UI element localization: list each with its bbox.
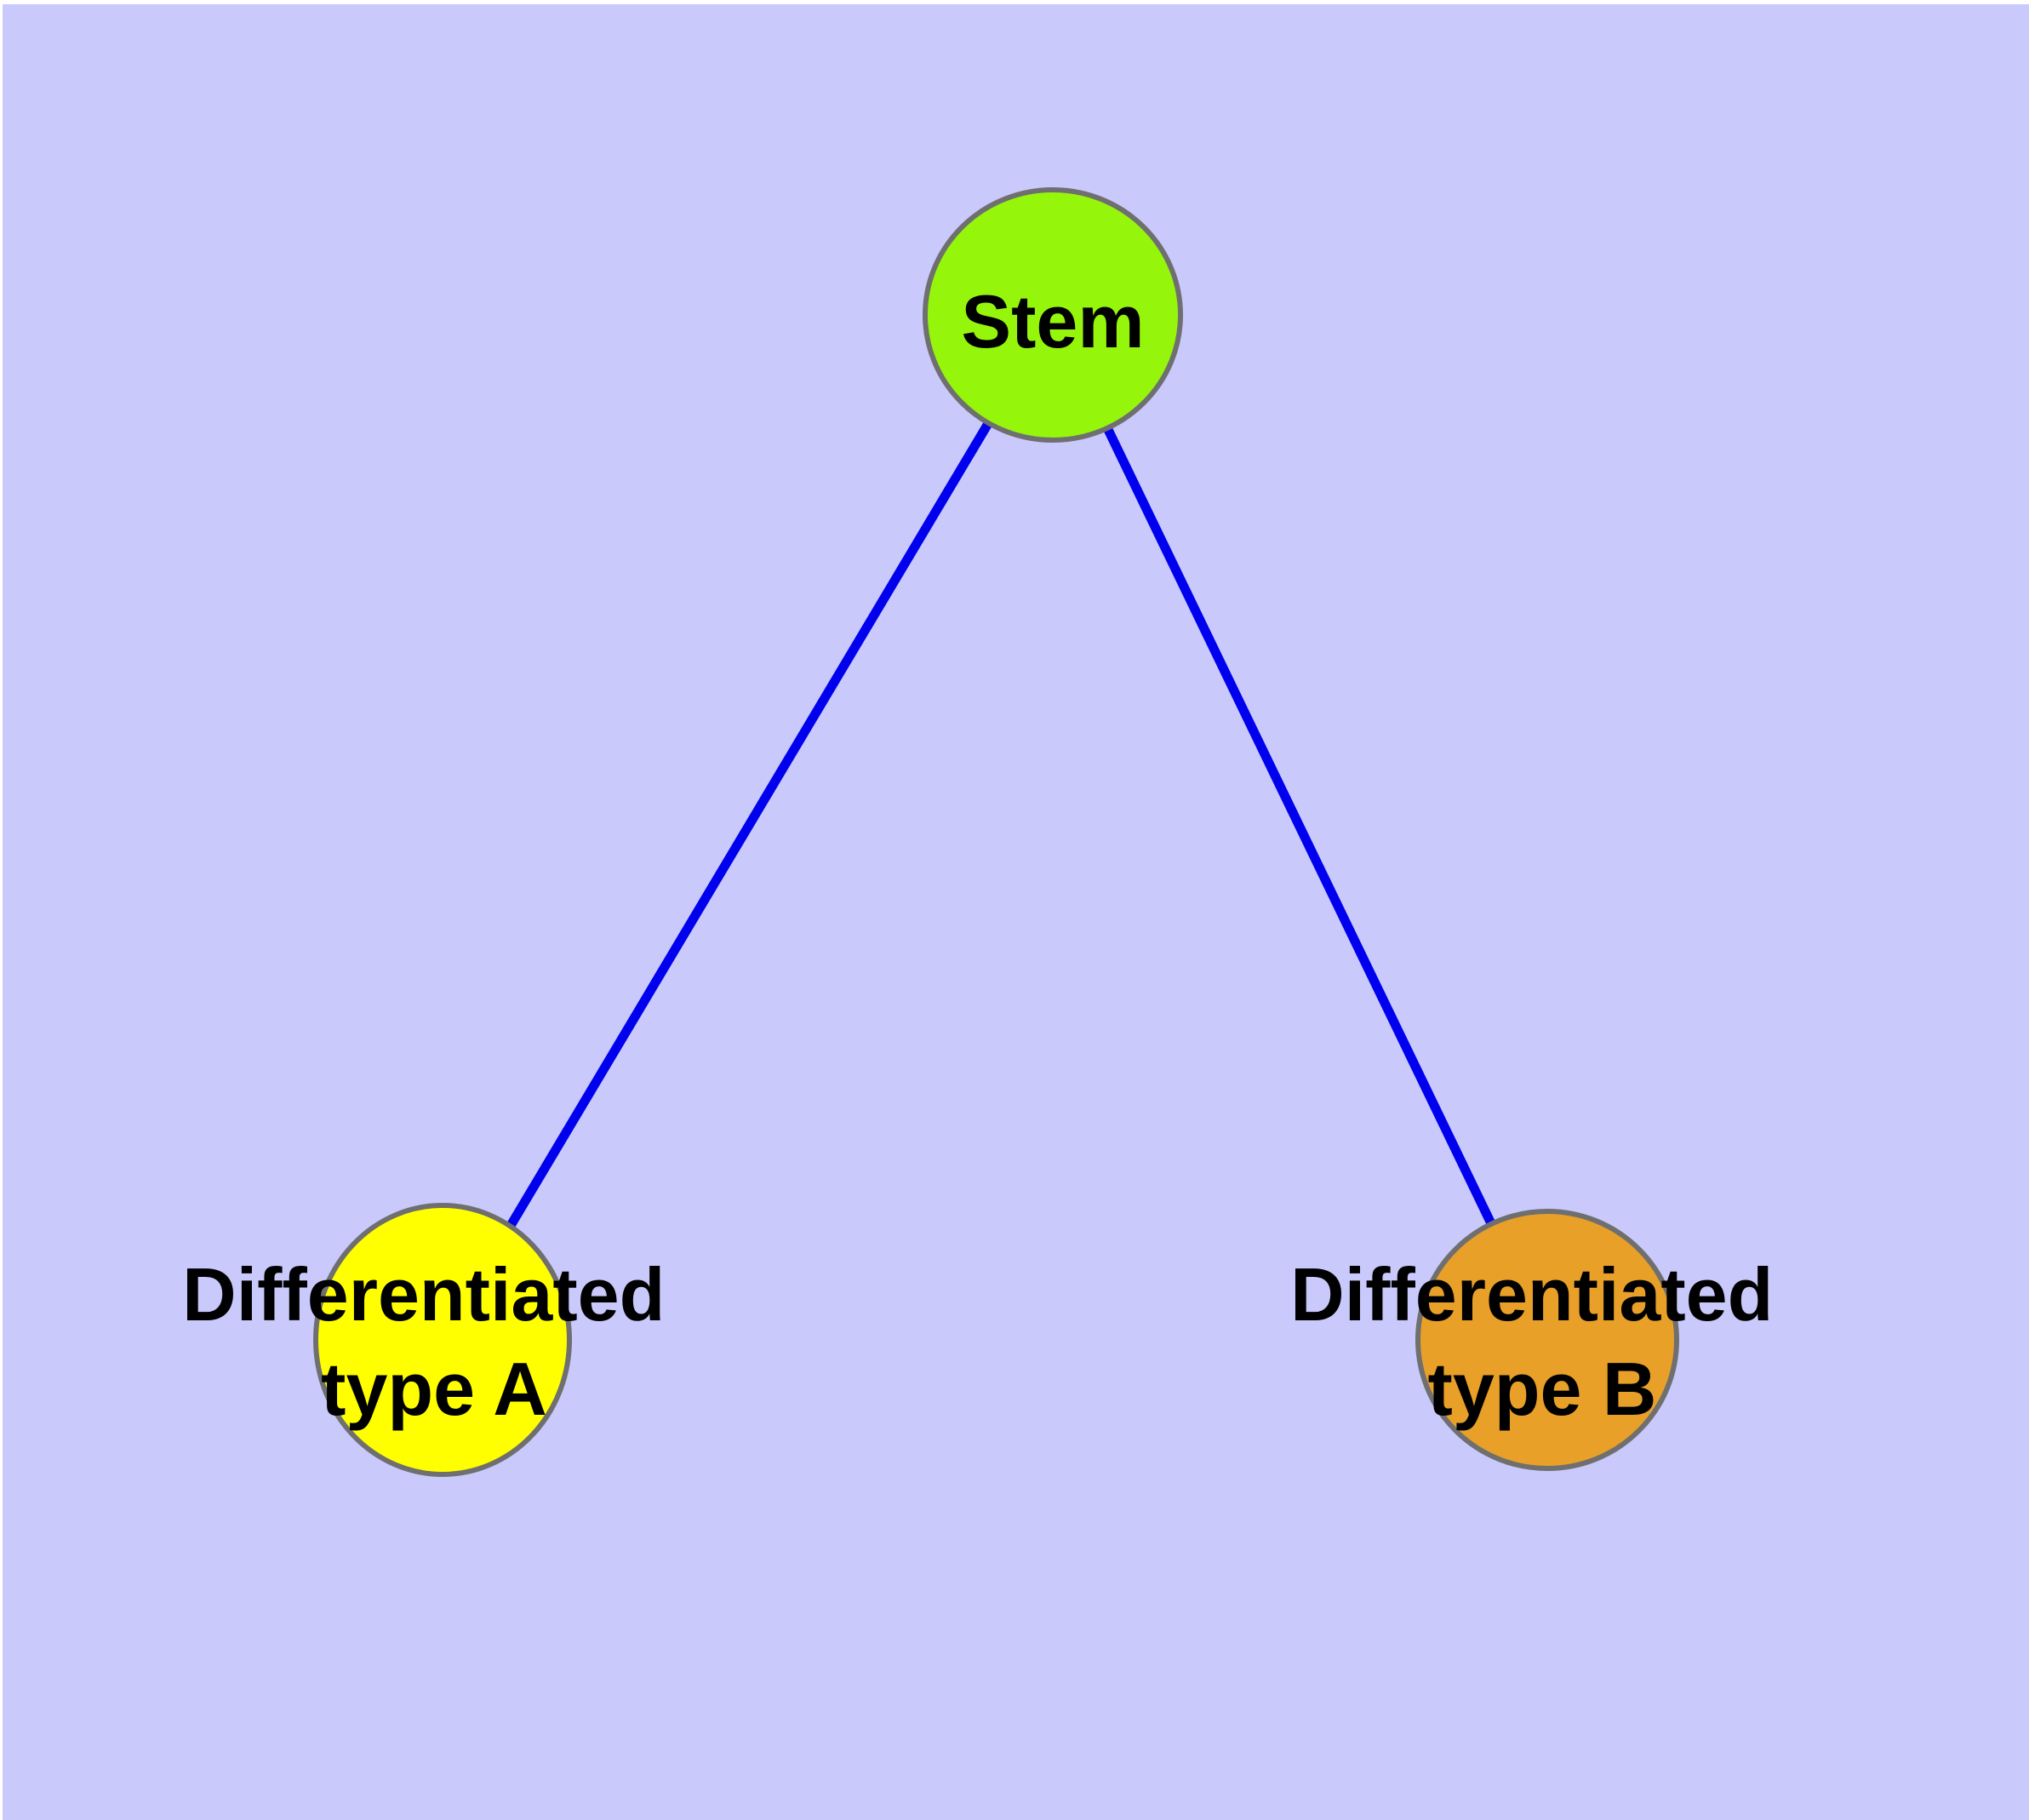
node-stem-label: Stem: [961, 279, 1144, 363]
node-b-label-line1: Differentiated: [1290, 1252, 1773, 1336]
node-differentiated-type-a: [313, 1203, 572, 1477]
node-differentiated-type-b: [1415, 1209, 1679, 1471]
edge-stem-to-type-a: [438, 312, 1057, 1342]
node-a-label-line1: Differentiated: [182, 1252, 665, 1336]
node-stem-label-line1: Stem: [961, 279, 1144, 363]
node-differentiated-type-a-label: Differentiated type A: [182, 1252, 686, 1431]
node-stem: [923, 187, 1183, 443]
node-differentiated-type-b-label: Differentiated type B: [1290, 1252, 1794, 1431]
node-b-label-line2: type B: [1428, 1347, 1657, 1431]
edge-stem-to-type-b: [1049, 312, 1552, 1342]
node-a-label-line2: type A: [321, 1347, 547, 1431]
